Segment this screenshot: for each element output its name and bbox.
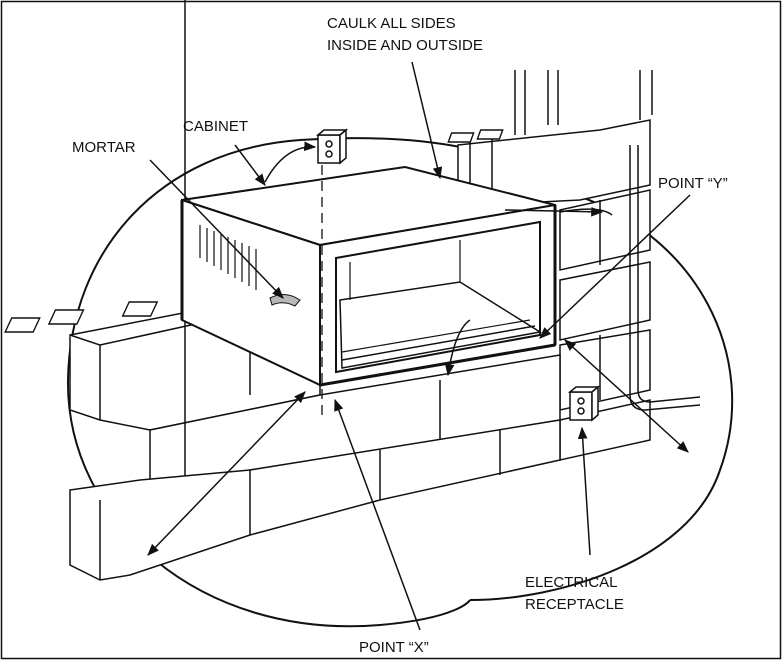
leader-lines	[147, 61, 691, 631]
cabinet-label: CABINET	[183, 118, 248, 135]
point-y-label: POINT “Y”	[658, 175, 728, 192]
outer-ellipse-right	[469, 189, 734, 601]
point-x-label: POINT “X”	[359, 639, 429, 656]
electrical-label-line1: ELECTRICAL	[525, 574, 618, 591]
cabinet-sleeve	[180, 165, 557, 387]
electrical-box-top	[315, 128, 349, 165]
electrical-label-line2: RECEPTACLE	[525, 596, 624, 613]
caulk-label-line1: CAULK ALL SIDES	[327, 15, 456, 32]
caulk-label-line2: INSIDE AND OUTSIDE	[327, 37, 483, 54]
electrical-box-receptacle	[567, 385, 601, 422]
cabinet-louvers	[199, 225, 257, 290]
mortar-label: MORTAR	[72, 139, 136, 156]
